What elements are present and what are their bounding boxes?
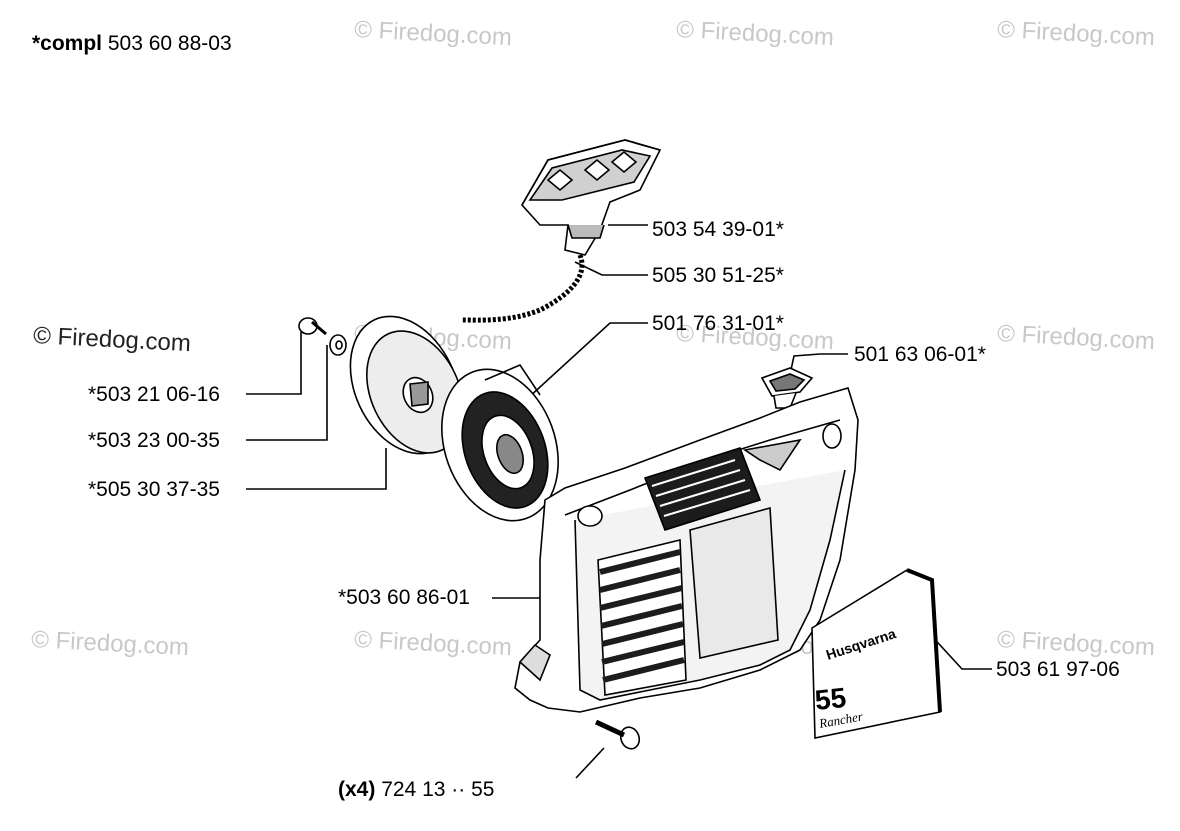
starter-cover-part: [514, 387, 859, 713]
decal-model: 55: [813, 682, 847, 716]
label-cassette: 501 76 31-01*: [652, 312, 784, 335]
screw-part: [298, 317, 327, 336]
footer-number: 724 13 ·· 55: [381, 778, 495, 801]
label-cover: *503 60 86-01: [338, 586, 470, 609]
starter-handle: [521, 139, 662, 256]
primer-bulb-part: [760, 367, 814, 409]
label-handle: 503 54 39-01*: [652, 218, 784, 241]
label-decal: 503 61 97-06: [996, 658, 1120, 681]
leader-cord: [574, 261, 648, 276]
label-screw: *503 21 06-16: [88, 383, 220, 406]
label-primer: 501 63 06-01*: [854, 343, 986, 366]
pulley-part: [349, 315, 464, 455]
starter-cord: [461, 254, 585, 323]
footer-label: (x4) 724 13 ·· 55: [338, 778, 494, 802]
washer-part: [329, 334, 347, 356]
leader-cassette: [527, 322, 648, 399]
leader-screw: [246, 332, 302, 395]
leader-bolt: [575, 747, 605, 779]
label-pulley: *505 30 37-35: [88, 478, 220, 501]
compl-number: 503 60 88-03: [107, 32, 232, 55]
leader-pulley: [246, 448, 387, 490]
compl-label: *compl 503 60 88-03: [32, 32, 232, 56]
label-washer: *503 23 00-35: [88, 429, 220, 452]
spring-cassette-part: [441, 364, 559, 522]
compl-prefix: *compl: [32, 32, 103, 55]
footer-qty: (x4): [338, 778, 376, 801]
leader-washer: [246, 345, 328, 441]
label-cord: 505 30 51-25*: [652, 264, 784, 287]
bolt-part: [594, 719, 641, 750]
decal-part: [811, 568, 942, 739]
